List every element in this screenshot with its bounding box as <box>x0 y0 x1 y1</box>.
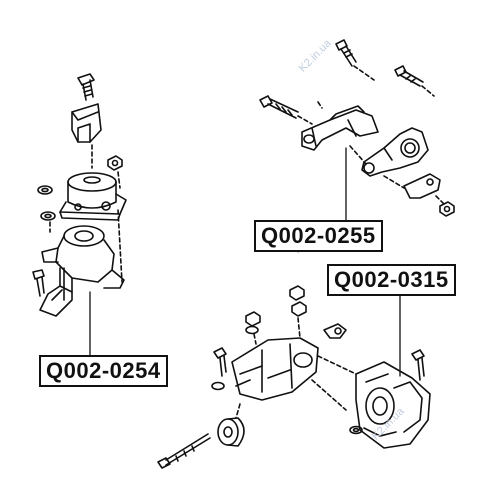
bushing <box>217 417 245 447</box>
mount-body-center <box>231 337 319 401</box>
bracket-top-left <box>71 103 102 143</box>
mount-assembly-0255 <box>259 39 455 223</box>
part-number-label-0315: Q002-0315 <box>327 264 456 296</box>
bracket-small-right <box>403 173 441 199</box>
part-number-label-0254: Q002-0254 <box>39 355 168 387</box>
nut-left <box>107 155 123 171</box>
bolt-left-lower <box>211 347 227 391</box>
rubber-mount-top <box>59 172 127 221</box>
bolt-right-lower <box>411 349 425 381</box>
nut-right <box>439 201 455 217</box>
clip-bracket <box>323 323 347 339</box>
bolt-long-top <box>335 39 357 67</box>
bolt-small-left <box>32 269 45 297</box>
bracket-0255 <box>301 105 379 151</box>
mount-assembly-0254 <box>32 73 127 357</box>
bolt-side <box>259 95 299 119</box>
mount-body-right <box>355 361 431 449</box>
washer-right-lower <box>349 425 363 435</box>
washer-left <box>37 185 56 221</box>
part-number-label-0255: Q002-0255 <box>254 220 383 252</box>
rubber-mount-lower <box>39 225 125 317</box>
mount-assembly-0315 <box>157 285 431 469</box>
torque-rod <box>361 127 429 177</box>
bolt-top-left <box>77 73 95 101</box>
nut-pair <box>245 285 307 335</box>
bolt-long-bottom <box>157 433 211 469</box>
bolt-top-right <box>394 65 424 87</box>
